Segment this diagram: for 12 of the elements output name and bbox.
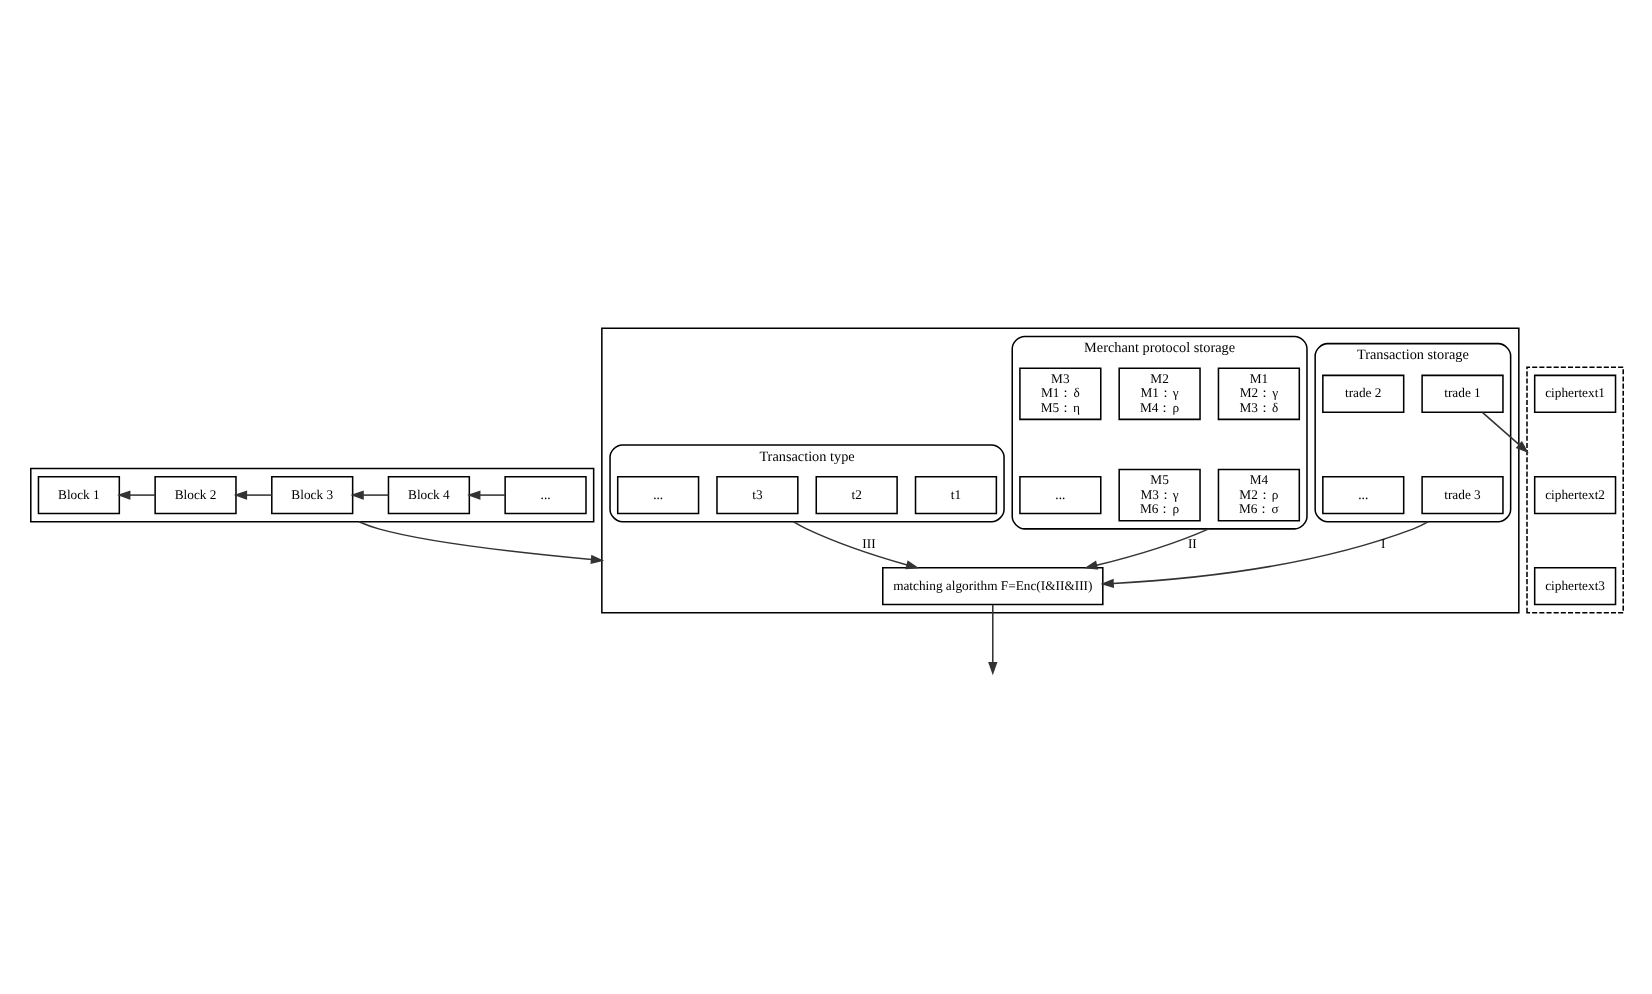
- arrow: [791, 520, 919, 570]
- arrow: [1083, 528, 1209, 570]
- arrow: [357, 520, 604, 565]
- arrow: [987, 604, 997, 676]
- arrow: [466, 490, 505, 500]
- arrow: [116, 490, 155, 500]
- arrow: [349, 490, 389, 500]
- cluster: [1525, 366, 1623, 614]
- arrow: [1480, 411, 1528, 454]
- arrow: [1099, 520, 1429, 589]
- cluster: [29, 467, 594, 523]
- arrow: [232, 490, 272, 500]
